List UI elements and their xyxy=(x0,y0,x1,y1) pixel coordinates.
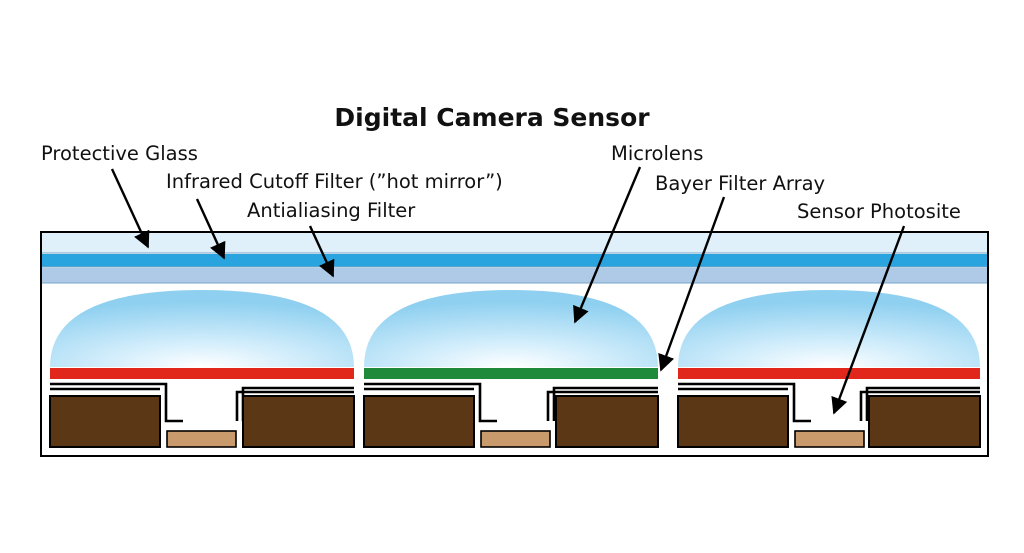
antialiasing-filter-layer xyxy=(42,268,987,283)
arrow-protective-glass xyxy=(110,168,150,249)
wiring-traces xyxy=(50,382,980,423)
label-ir-cutoff-filter: Infrared Cutoff Filter (”hot mirror”) xyxy=(166,170,503,193)
arrow-bayer-filter xyxy=(658,196,726,372)
circuit-blocks xyxy=(49,395,981,448)
label-protective-glass: Protective Glass xyxy=(41,142,198,165)
diagram-title: Digital Camera Sensor xyxy=(334,103,650,132)
ir-cutoff-filter-layer xyxy=(42,254,987,267)
microlens xyxy=(678,290,980,367)
label-photosite: Sensor Photosite xyxy=(797,200,961,223)
bayer-filter-red xyxy=(50,368,354,379)
arrow-ir-cutoff-filter xyxy=(195,198,226,260)
microlens xyxy=(50,290,354,367)
arrow-photosite xyxy=(831,225,906,415)
label-antialiasing-filter: Antialiasing Filter xyxy=(247,199,416,222)
bayer-filter-green xyxy=(364,368,658,379)
photosite xyxy=(794,430,865,448)
photosite xyxy=(166,430,237,448)
protective-glass-layer xyxy=(42,233,987,253)
bayer-filter-red xyxy=(678,368,980,379)
label-microlens: Microlens xyxy=(611,142,703,165)
photosite xyxy=(480,430,551,448)
label-bayer-filter: Bayer Filter Array xyxy=(655,172,825,195)
arrow-antialiasing-filter xyxy=(308,225,335,278)
arrow-microlens xyxy=(573,166,642,324)
